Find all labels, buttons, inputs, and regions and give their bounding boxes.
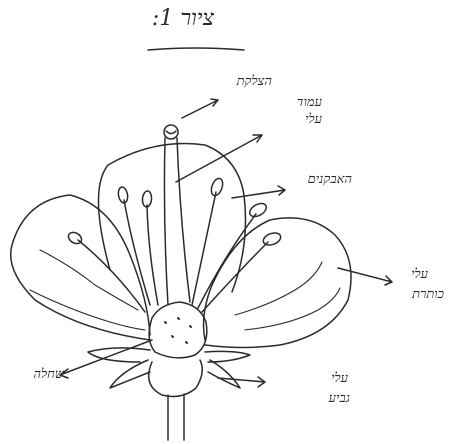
anther [247,201,268,220]
stamen [202,242,268,312]
sepal [149,360,203,396]
right-petal-vein [235,262,322,315]
arrow-style [176,135,262,182]
label-stigma: הצלקת [200,75,272,88]
anther [117,186,129,203]
pistil-style [164,138,190,305]
title-underline [148,48,244,50]
sepal [88,348,150,362]
label-style-line2: עלי [292,113,322,126]
label-petal-line1: עלי [398,268,428,281]
right-petal-vein [245,288,340,330]
ovary [149,302,207,358]
stigma-notch [166,131,176,134]
arrow-petal [338,268,392,285]
label-anthers: האבקנים [272,173,352,186]
sepal [208,360,240,388]
anther [66,230,83,246]
arrow-anthers [232,186,285,198]
sepal [110,360,150,388]
anther [209,177,225,197]
label-sepal-line2: גביע [300,392,350,405]
label-sepal-line1: עלי [320,372,348,385]
arrow-sepal [218,377,265,387]
arrow-stigma [182,99,218,118]
stem [168,394,184,440]
stamen [198,214,256,308]
stamen [192,192,216,305]
right-petal [204,218,352,348]
stamen [147,205,158,305]
left-petal [11,195,150,340]
label-petal-line2: כותרת [380,288,444,301]
back-petal [98,144,245,292]
label-ovary: שחלה [14,368,64,381]
ovary-dots [165,318,191,343]
left-petal-vein [30,290,145,330]
label-style-line1: עמוד [292,96,322,109]
